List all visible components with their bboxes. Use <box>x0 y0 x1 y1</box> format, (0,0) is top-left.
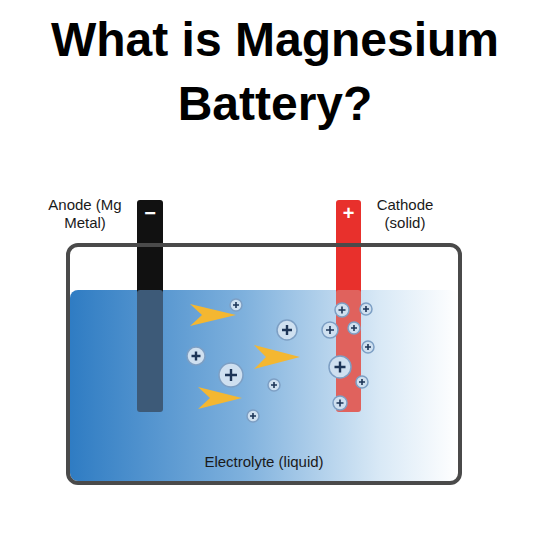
ion <box>230 299 242 311</box>
ion <box>335 303 349 317</box>
ion <box>322 322 338 338</box>
ion <box>360 303 372 315</box>
battery-container: Electrolyte (liquid)Anode (Mg Metal)−Cat… <box>66 243 462 485</box>
magnesium-ions <box>187 299 374 422</box>
ion <box>268 379 280 391</box>
ion <box>348 322 360 334</box>
anode-electrode <box>137 200 163 412</box>
ion <box>356 376 368 388</box>
cathode: Cathode (solid)+ <box>336 200 361 412</box>
ion <box>333 396 347 410</box>
polarity-sign: + <box>336 201 361 225</box>
cathode-label: Cathode (solid) <box>369 196 441 232</box>
ion <box>277 320 297 340</box>
electrolyte-label: Electrolyte (liquid) <box>70 453 458 471</box>
anode-label: Anode (Mg Metal) <box>40 196 130 232</box>
flow-arrow <box>254 345 300 369</box>
ion <box>329 356 351 378</box>
ion <box>247 410 259 422</box>
polarity-sign: − <box>137 201 163 225</box>
flow-arrow <box>198 387 242 409</box>
electrolyte-liquid <box>70 290 458 481</box>
ion <box>187 347 205 365</box>
title: What is Magnesium Battery? <box>15 8 535 136</box>
ion-flow-arrows <box>190 304 300 409</box>
anode: Anode (Mg Metal)− <box>137 200 163 412</box>
ion <box>362 341 374 353</box>
ion <box>219 363 243 387</box>
flow-arrow <box>190 304 236 326</box>
